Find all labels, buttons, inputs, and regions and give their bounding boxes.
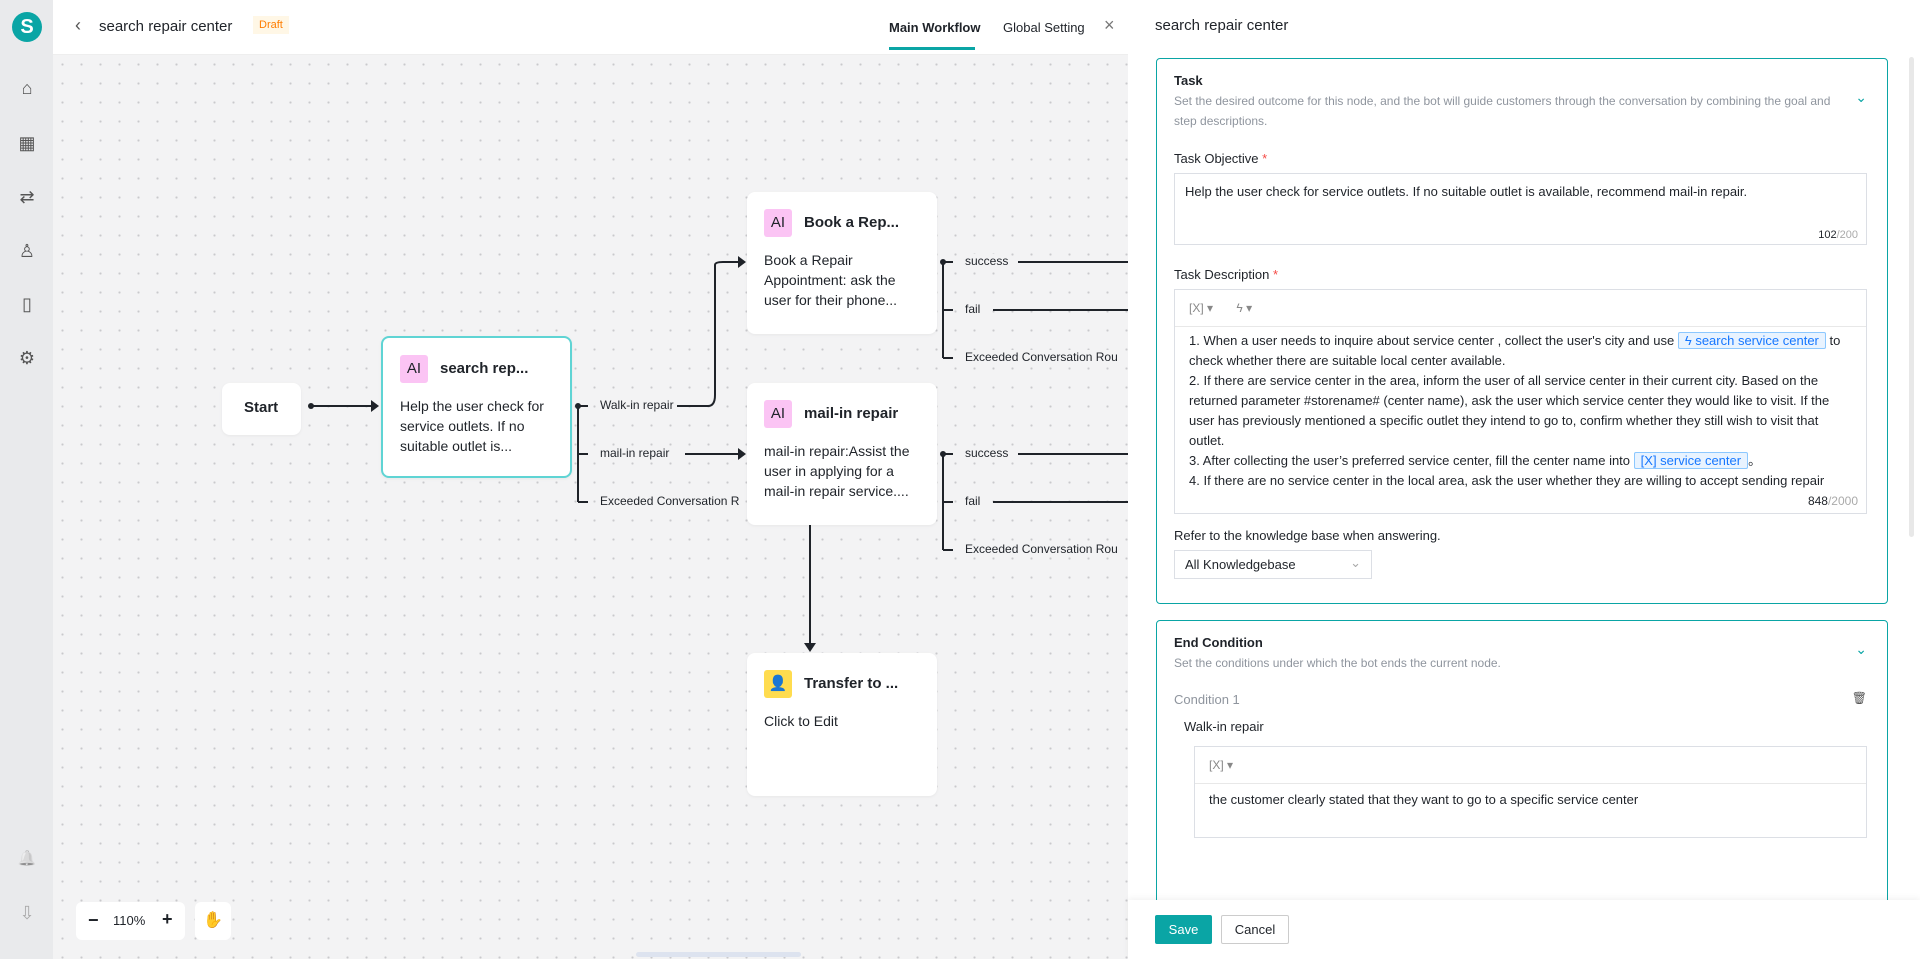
- edge-book-outputs: [993, 261, 1128, 311]
- home-icon[interactable]: ⌂: [21, 78, 33, 98]
- edge-label-exceeded: Exceeded Conversation R: [597, 494, 743, 508]
- chevron-down-icon: ⌄: [1350, 555, 1361, 570]
- description-text: 1. When a user needs to inquire about se…: [1189, 332, 1841, 488]
- node-transfer[interactable]: 👤 Transfer to ... Click to Edit: [747, 653, 937, 796]
- zoom-in-button[interactable]: +: [162, 909, 173, 929]
- apps-icon[interactable]: ▦: [18, 133, 36, 153]
- function-chip[interactable]: ϟ search service center: [1677, 332, 1826, 349]
- task-heading: Task: [1174, 73, 1203, 88]
- workflow-icon[interactable]: ⇄: [19, 187, 35, 207]
- download-folder-icon[interactable]: ⇩: [19, 903, 35, 923]
- edge-label-success: success: [962, 254, 1012, 268]
- workflow-canvas[interactable]: Walk-in repair mail-in repair Exceeded C…: [53, 55, 1128, 959]
- edge-branch-book: [942, 261, 953, 359]
- save-button[interactable]: Save: [1155, 915, 1212, 944]
- node-body: mail-in repair:Assist the user in applyi…: [764, 443, 910, 499]
- cancel-button[interactable]: Cancel: [1221, 915, 1289, 944]
- variable-insert-button[interactable]: [X] ▾: [1189, 301, 1214, 315]
- edge-label-fail: fail: [962, 302, 984, 316]
- horizontal-scrollbar[interactable]: [636, 952, 801, 957]
- gear-icon[interactable]: ⚙: [18, 348, 36, 368]
- book-icon[interactable]: ▯: [22, 294, 32, 314]
- zoom-control: − 110% +: [76, 902, 185, 940]
- edge-label-mailin: mail-in repair: [597, 446, 673, 460]
- condition-editor[interactable]: [X] ▾ the customer clearly stated that t…: [1194, 746, 1867, 838]
- node-title: Book a Rep...: [804, 214, 900, 231]
- node-body: Book a Repair Appointment: ask the user …: [764, 252, 898, 308]
- panel-footer: Save Cancel: [1128, 900, 1920, 959]
- edge-branch-mailin: [942, 453, 953, 551]
- variable-chip[interactable]: [X] service center: [1633, 452, 1749, 469]
- ai-badge-icon: AI: [400, 355, 428, 383]
- variable-insert-button[interactable]: [X] ▾: [1195, 747, 1866, 784]
- ai-badge-icon: AI: [764, 209, 792, 237]
- kb-label: Refer to the knowledge base when answeri…: [1174, 528, 1441, 543]
- status-badge: Draft: [253, 16, 289, 34]
- edges: [308, 256, 1128, 652]
- node-search-repair[interactable]: AI search rep... Help the user check for…: [381, 336, 572, 478]
- edge-label-exceeded: Exceeded Conversation Rou: [962, 350, 1121, 364]
- panel-title: search repair center: [1155, 17, 1289, 34]
- function-insert-button[interactable]: ϟ ▾: [1236, 301, 1253, 315]
- edge-branch-search: [577, 405, 588, 503]
- end-condition-card: End Condition Set the conditions under w…: [1156, 620, 1888, 940]
- close-icon[interactable]: ×: [1104, 15, 1115, 35]
- objective-value: Help the user check for service outlets.…: [1185, 184, 1748, 199]
- objective-label: Task Objective *: [1174, 151, 1268, 166]
- edge-walkin: [673, 261, 738, 407]
- zoom-out-button[interactable]: −: [88, 910, 99, 930]
- editor-toolbar: [X] ▾ ϟ ▾: [1175, 290, 1866, 327]
- task-description-label: Task Description *: [1174, 267, 1279, 282]
- edge-label-exceeded: Exceeded Conversation Rou: [962, 542, 1121, 556]
- task-card: Task Set the desired outcome for this no…: [1156, 58, 1888, 604]
- node-title: search rep...: [440, 360, 529, 377]
- chevron-down-icon[interactable]: ⌄: [1855, 641, 1867, 657]
- task-description-editor[interactable]: [X] ▾ ϟ ▾ 1. When a user needs to inquir…: [1174, 289, 1867, 514]
- panel-scrollbar[interactable]: [1909, 57, 1914, 537]
- node-start[interactable]: Start: [222, 383, 301, 435]
- end-condition-description: Set the conditions under which the bot e…: [1174, 656, 1501, 670]
- tab-main-workflow[interactable]: Main Workflow: [889, 20, 981, 35]
- task-description: Set the desired outcome for this node, a…: [1174, 94, 1831, 128]
- node-settings-panel: search repair center Task Set the desire…: [1128, 0, 1920, 959]
- condition-label: Condition 1: [1174, 692, 1240, 707]
- knowledgebase-select[interactable]: All Knowledgebase⌄: [1174, 550, 1372, 579]
- description-char-count: 848/2000: [1807, 494, 1858, 508]
- node-mail-in-repair[interactable]: AI mail-in repair mail-in repair:Assist …: [747, 383, 937, 525]
- ai-badge-icon: AI: [764, 400, 792, 428]
- node-title: Transfer to ...: [804, 675, 899, 692]
- edge-label-walkin: Walk-in repair: [597, 398, 677, 412]
- back-icon[interactable]: ‹: [75, 15, 81, 35]
- node-book-repair[interactable]: AI Book a Rep... Book a Repair Appointme…: [747, 192, 937, 334]
- user-icon[interactable]: ♙: [18, 241, 36, 261]
- node-title: Start: [244, 399, 279, 416]
- trash-icon[interactable]: 🗑: [1851, 691, 1867, 705]
- node-body: Click to Edit: [764, 713, 838, 729]
- edge-label-fail: fail: [962, 494, 984, 508]
- node-body: Help the user check for service outlets.…: [400, 398, 544, 454]
- end-condition-heading: End Condition: [1174, 635, 1263, 650]
- page-title: search repair center: [99, 18, 233, 35]
- bell-icon[interactable]: 🔔: [17, 850, 37, 867]
- objective-char-count: 102/200: [1818, 229, 1858, 241]
- condition-header: Condition 1 🗑: [1174, 691, 1867, 709]
- hand-pan-icon[interactable]: ✋: [195, 902, 231, 940]
- condition-text: the customer clearly stated that they wa…: [1209, 792, 1639, 807]
- zoom-level: 110%: [113, 913, 146, 928]
- edge-label-success: success: [962, 446, 1012, 460]
- node-title: mail-in repair: [804, 405, 899, 422]
- tab-global-setting[interactable]: Global Setting: [1003, 20, 1085, 35]
- sidebar: S ⌂ ▦ ⇄ ♙ ▯ ⚙ 🔔 ⇩: [0, 0, 53, 959]
- app-logo[interactable]: S: [12, 12, 42, 42]
- edge-mailin-outputs: [993, 453, 1128, 503]
- header: ‹ search repair center Draft Main Workfl…: [53, 0, 1128, 55]
- active-tab-indicator: [889, 47, 975, 50]
- chevron-down-icon[interactable]: ⌄: [1855, 89, 1867, 105]
- condition-name: Walk-in repair: [1184, 719, 1264, 734]
- objective-textarea[interactable]: Help the user check for service outlets.…: [1174, 173, 1867, 245]
- person-icon: 👤: [764, 670, 792, 698]
